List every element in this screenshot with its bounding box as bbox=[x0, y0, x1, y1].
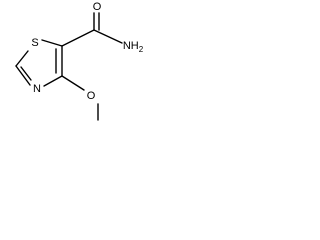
bond-c2-n3-double bbox=[20, 66, 32, 81]
amide-nitrogen-label: NH2 bbox=[123, 40, 144, 54]
bond-c5-carbonyl bbox=[61, 29, 95, 47]
ring-nitrogen-label: N bbox=[33, 83, 41, 95]
bond-carbonyl-n bbox=[93, 29, 123, 44]
amide-nh-text: NH bbox=[123, 40, 139, 52]
bond-n3-c4 bbox=[43, 75, 63, 87]
bond-s-c2 bbox=[15, 50, 29, 67]
carbonyl-oxygen-label: O bbox=[93, 1, 102, 13]
amide-h-subscript: 2 bbox=[139, 45, 144, 54]
bond-c5-s bbox=[41, 39, 63, 47]
structure-diagram: S N O NH2 O bbox=[0, 0, 160, 144]
sulfur-label: S bbox=[31, 37, 38, 49]
molecule-svg: S N O NH2 O bbox=[15, 1, 144, 121]
bond-c2-n3 bbox=[15, 65, 31, 86]
ether-oxygen-label: O bbox=[87, 90, 96, 102]
bond-c4-o bbox=[61, 75, 85, 91]
